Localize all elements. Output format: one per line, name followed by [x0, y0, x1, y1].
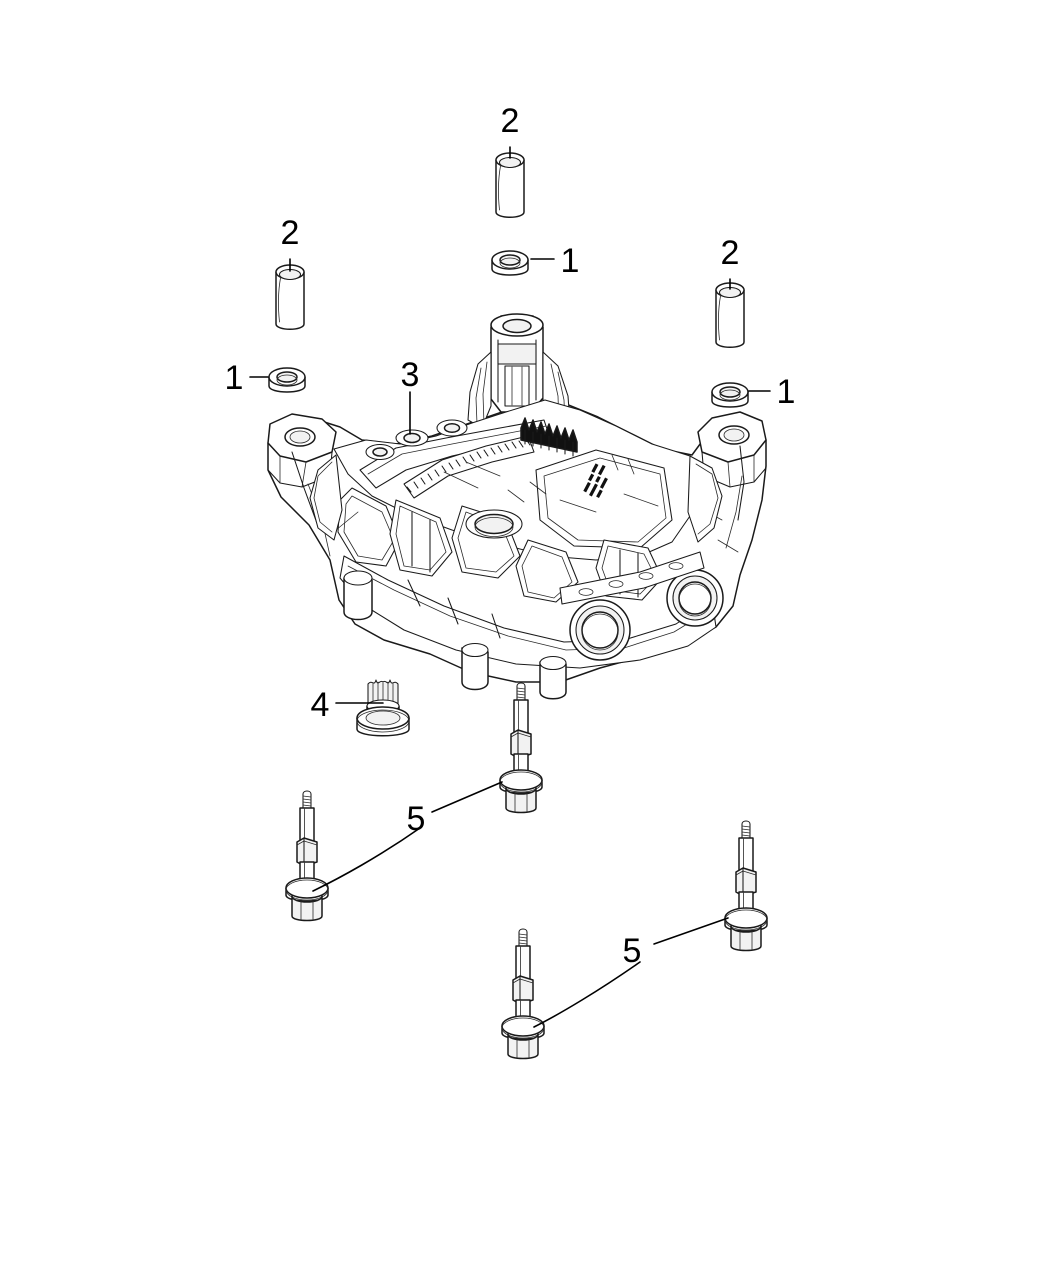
- cradle-crossmember-drawing: [267, 313, 767, 700]
- callout-5-upper: 5: [407, 800, 426, 838]
- callout-labels: 2 1 2 2 1 1 3 4 5 5: [225, 102, 796, 970]
- cradle-left-mount-ear: [267, 413, 337, 488]
- callout-1-right: 1: [777, 373, 796, 411]
- cradle-bushing-rings: [569, 569, 724, 661]
- callout-1-top-center: 1: [561, 242, 580, 280]
- push-pin-clip: [356, 679, 410, 737]
- spacer-sleeve-right: [715, 282, 745, 348]
- callout-leader-lines: [249, 146, 771, 1028]
- callout-2-top-center: 2: [501, 102, 520, 140]
- callout-5-lower: 5: [623, 932, 642, 970]
- cradle-top-boss-holes: [365, 419, 468, 461]
- flange-bolt-right: [724, 820, 768, 952]
- isolator-washer-left: [268, 367, 306, 393]
- callout-3-cradle: 3: [401, 356, 420, 394]
- cradle-center-plate: [535, 449, 673, 549]
- flange-bolt-left: [285, 790, 329, 922]
- callout-4-clip: 4: [311, 686, 330, 724]
- cradle-ribbed-band: [403, 417, 578, 499]
- flange-bolt-lower-center: [501, 928, 545, 1060]
- cradle-right-mount-ear: [697, 411, 767, 488]
- isolator-washer-top-center: [491, 250, 529, 276]
- callout-2-left: 2: [281, 214, 300, 252]
- spacer-sleeve-top-center: [495, 152, 525, 218]
- cradle-left-web: [337, 487, 453, 577]
- cast-marking: [583, 463, 608, 499]
- callout-1-left: 1: [225, 359, 244, 397]
- cradle-lower-posts: [343, 570, 567, 700]
- isolator-washer-right: [711, 382, 749, 408]
- callout-2-right: 2: [721, 234, 740, 272]
- spacer-sleeve-left: [275, 264, 305, 330]
- cradle-center-web: [451, 505, 579, 603]
- flange-bolt-upper-center: [499, 682, 543, 814]
